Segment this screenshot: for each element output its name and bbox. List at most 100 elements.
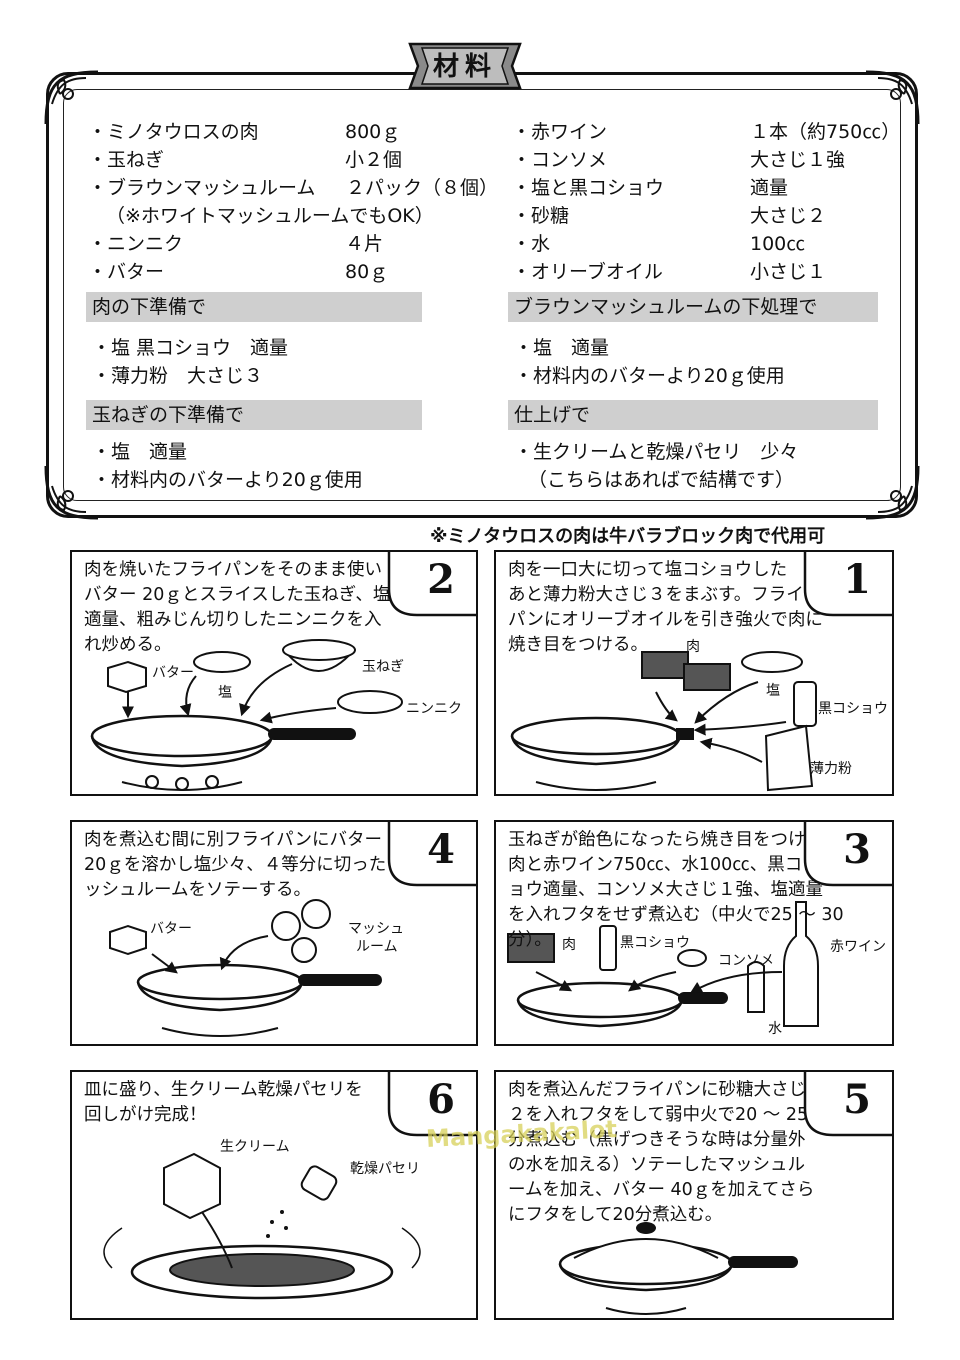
- ingredient-qty: 大さじ１強: [750, 149, 846, 171]
- label-water: 水: [768, 1021, 782, 1037]
- step-3-illustration: [507, 901, 819, 1028]
- label-consomme: コンソメ: [718, 953, 774, 969]
- text-line: 適量、粗みじん切りしたニンニクを入: [84, 610, 382, 630]
- ingredients-title: 材料: [432, 52, 497, 82]
- ingredient-qty: 100㏄: [750, 233, 806, 255]
- ingredient-list-right: ・赤ワイン １本（約750㏄） ・コンソメ 大さじ１強 ・塩と黒コショウ 適量 ・砂糖…: [512, 118, 900, 286]
- step-6-text: 皿に盛り、生クリーム乾燥パセリを 回しがけ完成！: [84, 1078, 414, 1128]
- mushroom-prep-heading: ブラウンマッシュルームの下処理で: [508, 292, 878, 322]
- ingredient-name: ・水: [512, 233, 551, 255]
- label-wine: 赤ワイン: [830, 939, 886, 955]
- ingredient-row: ・塩と黒コショウ 適量: [512, 174, 892, 202]
- text-line: 肉を煮込む間に別フライパンにバター: [84, 830, 383, 850]
- ingredient-row: ・コンソメ 大さじ１強: [512, 146, 892, 174]
- ingredient-row: ・玉ねぎ 小２個: [88, 146, 488, 174]
- list-item: ・材料内のバターより20ｇ使用: [514, 365, 785, 387]
- step-6-illustration: [103, 1152, 421, 1300]
- text-line: の水を加える）ソテーしたマッシュル: [508, 1155, 805, 1175]
- step-2-text: 肉を焼いたフライパンをそのまま使い バター 20ｇとスライスした玉ねぎ、塩 適量…: [84, 558, 414, 658]
- ingredient-qty: 800ｇ: [345, 121, 401, 143]
- ingredient-qty: 大さじ２: [750, 205, 827, 227]
- ingredient-row: ・砂糖 大さじ２: [512, 202, 892, 230]
- step-number: 1: [843, 556, 871, 603]
- ingredient-row: ・ミノタウロスの肉 800ｇ: [88, 118, 488, 146]
- label-garlic: ニンニク: [406, 701, 462, 717]
- step-tab-shape: [387, 822, 476, 887]
- text-line: 玉ねぎが飴色になったら焼き目をつけた: [508, 830, 823, 850]
- step-4-text: 肉を煮込む間に別フライパンにバター 20ｇを溶かし塩少々、４等分に切ったマ ッシ…: [84, 828, 414, 903]
- step-tab-shape: [387, 1072, 476, 1137]
- ingredient-name: ・ミノタウロスの肉: [88, 121, 259, 143]
- ingredient-qty: ２パック（８個）: [346, 177, 499, 199]
- step-number: 2: [427, 556, 455, 603]
- label-meat: 肉: [686, 639, 700, 655]
- ingredient-row: ・ニンニク ４片: [88, 230, 488, 258]
- label-butter: バター: [150, 921, 192, 937]
- ornament-bottom-left: [44, 465, 99, 520]
- step-4-panel: 肉を煮込む間に別フライパンにバター 20ｇを溶かし塩少々、４等分に切ったマ ッシ…: [70, 820, 478, 1046]
- step-tab-shape: [803, 552, 892, 617]
- ingredient-row: ・赤ワイン １本（約750㏄）: [512, 118, 900, 146]
- label-butter: バター: [152, 665, 194, 681]
- label-pepper: 黒コショウ: [620, 935, 690, 951]
- text-line: ２を入れフタをして弱中火で20 ～ 25: [508, 1105, 809, 1125]
- step-number: 5: [843, 1076, 871, 1123]
- ingredient-row: ・バター 80ｇ: [88, 258, 488, 286]
- step-number: 6: [427, 1076, 455, 1123]
- ingredient-row: ・オリーブオイル小さじ１: [512, 258, 892, 286]
- text-line: 肉と赤ワイン750㏄、水100㏄、黒コシ: [508, 855, 820, 875]
- ingredient-row: （※ホワイトマッシュルームでもOK）: [88, 202, 488, 230]
- ornament-top-left: [44, 70, 99, 125]
- label-salt: 塩: [766, 683, 780, 699]
- ingredient-qty: 80ｇ: [345, 261, 389, 283]
- label-parsley: 乾燥パセリ: [350, 1161, 420, 1177]
- text-line: バター 20ｇとスライスした玉ねぎ、塩: [84, 585, 391, 605]
- mushroom-prep-list: ・塩 適量 ・材料内のバターより20ｇ使用: [514, 334, 785, 390]
- ingredient-qty: ４片: [345, 233, 384, 255]
- step-1-illustration: [510, 651, 817, 792]
- ingredient-qty: 適量: [750, 177, 789, 199]
- finish-heading: 仕上げで: [508, 400, 878, 430]
- ingredient-name: ・コンソメ: [512, 149, 608, 171]
- step-5-illustration: [558, 1222, 798, 1315]
- label-flour: 薄力粉: [810, 761, 852, 777]
- onion-prep-list: ・塩 適量 ・材料内のバターより20ｇ使用: [92, 438, 363, 494]
- ornament-top-right: [865, 70, 920, 125]
- label-cream: 生クリーム: [220, 1139, 290, 1155]
- substitution-note: ※ミノタウロスの肉は牛バラブロック肉で代用可: [430, 526, 826, 547]
- step-1-panel: 肉を一口大に切って塩コショウした あと薄力粉大さじ３をまぶす。フライ パンにオリ…: [494, 550, 894, 796]
- onion-prep-heading: 玉ねぎの下準備で: [86, 400, 422, 430]
- ingredient-name: ・赤ワイン: [512, 121, 608, 143]
- ingredient-qty: 小２個: [345, 149, 403, 171]
- label-pepper: 黒コショウ: [818, 701, 888, 717]
- list-item: ・塩 適量: [92, 441, 188, 463]
- list-item: ・生クリームと乾燥パセリ 少々: [514, 441, 799, 463]
- step-5-panel: 肉を煮込んだフライパンに砂糖大さじ ２を入れフタをして弱中火で20 ～ 25 分…: [494, 1070, 894, 1320]
- text-line: 肉を焼いたフライパンをそのまま使い: [84, 560, 383, 580]
- step-6-panel: 皿に盛り、生クリーム乾燥パセリを 回しがけ完成！ 6 生クリーム 乾燥パセリ: [70, 1070, 478, 1320]
- ingredient-name: ・ニンニク: [88, 233, 184, 255]
- text-line: 20ｇを溶かし塩少々、４等分に切ったマ: [84, 855, 404, 875]
- title-banner: [408, 42, 522, 90]
- list-item: （こちらはあればで結構です）: [528, 469, 795, 491]
- ingredient-name: ・ブラウンマッシュルーム: [88, 177, 316, 199]
- step-3-panel: 玉ねぎが飴色になったら焼き目をつけた 肉と赤ワイン750㏄、水100㏄、黒コシ …: [494, 820, 894, 1046]
- ingredient-qty: 小さじ１: [750, 261, 827, 283]
- step-number: 3: [843, 826, 871, 873]
- step-4-illustration: [109, 899, 382, 1037]
- step-1-text: 肉を一口大に切って塩コショウした あと薄力粉大さじ３をまぶす。フライ パンにオリ…: [508, 558, 838, 658]
- label-meat: 肉: [562, 937, 576, 953]
- ingredient-name: ・塩と黒コショウ: [512, 177, 665, 199]
- step-5-text: 肉を煮込んだフライパンに砂糖大さじ ２を入れフタをして弱中火で20 ～ 25 分…: [508, 1078, 838, 1228]
- label-mushroom-line1: マッシュ: [348, 921, 404, 937]
- ingredient-qty: １本（約750㏄）: [750, 121, 901, 143]
- text-line: 肉を一口大に切って塩コショウした: [508, 560, 788, 580]
- ingredient-name: ・バター: [88, 261, 165, 283]
- text-line: 皿に盛り、生クリーム乾燥パセリを: [84, 1080, 363, 1100]
- ingredient-name: ・砂糖: [512, 205, 570, 227]
- text-line: れ炒める。: [84, 635, 172, 655]
- label-mushroom-line2: ルーム: [356, 939, 398, 955]
- ingredient-name: （※ホワイトマッシュルームでもOK）: [106, 205, 434, 227]
- ingredient-name: ・玉ねぎ: [88, 149, 165, 171]
- step-2-illustration: [90, 639, 403, 791]
